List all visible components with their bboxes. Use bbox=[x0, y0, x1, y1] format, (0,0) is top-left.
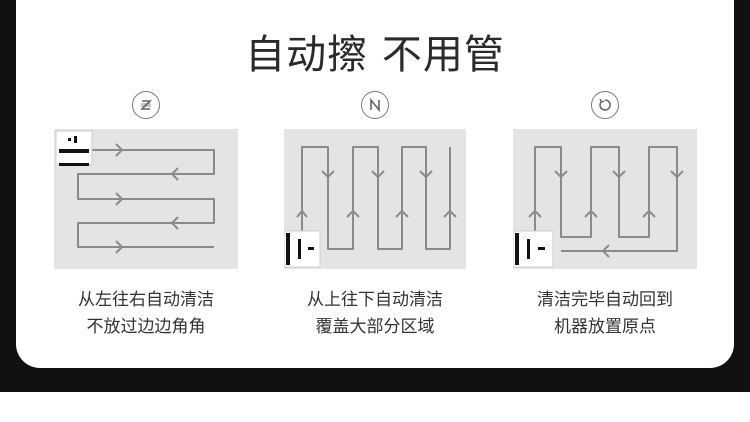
robot-icon bbox=[284, 230, 321, 268]
mode-1-caption-line2: 不放过边边角角 bbox=[86, 317, 206, 337]
mode-3-caption-line2: 机器放置原点 bbox=[554, 317, 656, 337]
robot-icon bbox=[513, 230, 554, 268]
mode-2-caption-line1: 从上往下自动清洁 bbox=[307, 290, 443, 310]
z-pattern-icon bbox=[132, 91, 160, 119]
mode-3-caption-line1: 清洁完毕自动回到 bbox=[537, 290, 673, 310]
n-path-panel bbox=[284, 129, 466, 269]
return-path-panel bbox=[513, 129, 697, 269]
z-path-panel bbox=[54, 129, 238, 269]
mode-2-caption: 从上往下自动清洁 覆盖大部分区域 bbox=[275, 287, 475, 341]
mode-1-caption-line1: 从左往右自动清洁 bbox=[78, 290, 214, 310]
robot-icon bbox=[55, 130, 93, 166]
return-icon bbox=[591, 91, 619, 119]
mode-1-caption: 从左往右自动清洁 不放过边边角角 bbox=[46, 287, 246, 341]
mode-2-caption-line2: 覆盖大部分区域 bbox=[315, 317, 435, 337]
mode-3-caption: 清洁完毕自动回到 机器放置原点 bbox=[505, 287, 705, 341]
n-pattern-icon bbox=[361, 91, 389, 119]
page-title: 自动擦 不用管 bbox=[245, 32, 505, 78]
